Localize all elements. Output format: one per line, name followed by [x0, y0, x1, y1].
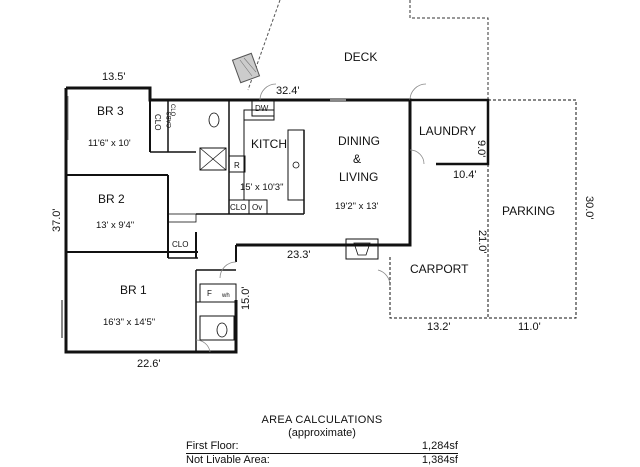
- dishwasher-box: [251, 99, 275, 117]
- fixture-label-clo-kitchen: CLO: [230, 203, 246, 212]
- room-label-kitchen: KITCH: [251, 137, 287, 151]
- room-size-br1: 16'3" x 14'5": [103, 317, 155, 328]
- fireplace-inner: [353, 242, 371, 256]
- area-value-not-livable: 1,384sf: [421, 454, 458, 466]
- toilet-icon: [208, 112, 220, 128]
- dimension-carport-width: 13.2': [427, 321, 451, 333]
- dimension-laundry-width: 10.4': [453, 169, 477, 181]
- room-label-br2: BR 2: [98, 192, 125, 206]
- dimension-parking-depth: 30.0': [583, 196, 595, 220]
- dimension-parking-width: 11.0': [518, 321, 541, 333]
- area-row-first-floor: First Floor: 1,284sf: [186, 440, 458, 454]
- room-label-and: &: [353, 152, 361, 166]
- room-label-br3: BR 3: [97, 104, 124, 118]
- room-label-br1: BR 1: [120, 283, 147, 297]
- bath-fixture-line: [199, 147, 227, 171]
- stair-hatch: [239, 59, 253, 77]
- dimension-bottom-br1: 22.6': [137, 358, 161, 370]
- area-label-not-livable: Not Livable Area:: [186, 454, 270, 466]
- deck-outline: [409, 0, 489, 100]
- dimension-top-left: 13.5': [102, 71, 126, 83]
- dimension-carport-depth: 21.0': [476, 230, 488, 254]
- fixture-label-oven: Ov: [252, 203, 262, 212]
- room-label-deck: DECK: [344, 50, 377, 64]
- room-label-carport: CARPORT: [410, 262, 469, 276]
- area-row-not-livable: Not Livable Area: 1,384sf: [186, 454, 458, 467]
- fixture-label-clo-side: CLO: [169, 104, 175, 117]
- area-note: (approximate): [288, 427, 356, 439]
- furnace-box: [199, 283, 237, 303]
- range-box: [228, 155, 246, 173]
- fixture-label-clo-br2: CLO: [172, 240, 188, 249]
- dimension-hall-vertical: 15.0': [240, 286, 252, 310]
- house-outer-wall: [66, 86, 412, 247]
- bath-fixture: [199, 315, 235, 341]
- dimension-top-mid: 32.4': [276, 85, 300, 97]
- deck-diagonal-line: [247, 0, 281, 91]
- room-label-parking: PARKING: [502, 204, 555, 218]
- fixture-label-cabs: CABS: [167, 112, 173, 128]
- room-label-living: LIVING: [339, 170, 378, 184]
- sink-icon: [292, 161, 300, 169]
- room-label-dining: DINING: [338, 134, 380, 148]
- room-size-dining: 19'2" x 13': [335, 201, 379, 212]
- fixture-label-water-heater: wh: [221, 293, 230, 299]
- area-calculations: AREA CALCULATIONS (approximate) First Fl…: [186, 414, 458, 467]
- toilet-icon: [216, 322, 228, 338]
- fixture-label-clo-br3: CLO: [153, 114, 162, 130]
- door-swing: [409, 83, 427, 101]
- stair-hatch: [243, 57, 257, 73]
- house-outer-wall: [64, 88, 238, 354]
- area-title: AREA CALCULATIONS: [261, 414, 383, 426]
- carport-outline: [389, 164, 489, 319]
- fixture-label-range: R: [234, 161, 240, 170]
- door-swing: [259, 83, 277, 101]
- fireplace-box: [345, 238, 379, 260]
- fixture-label-furnace: F: [207, 289, 212, 298]
- dimension-mid-horizontal: 23.3': [287, 249, 311, 261]
- parking-outline: [488, 99, 577, 319]
- dimension-left-side: 37.0': [51, 208, 63, 232]
- area-value-first-floor: 1,284sf: [421, 440, 458, 452]
- room-label-laundry: LAUNDRY: [419, 124, 476, 138]
- room-size-br2: 13' x 9'4": [96, 220, 134, 231]
- area-label-first-floor: First Floor:: [186, 440, 239, 452]
- closet-box: [167, 213, 197, 223]
- laundry-wall: [410, 98, 490, 166]
- bath-fixture: [199, 147, 227, 171]
- door-swing: [409, 149, 425, 165]
- kitchen-counter: [287, 129, 305, 201]
- door-swing: [219, 261, 237, 279]
- room-size-kitchen: 15' x 10'3": [240, 182, 283, 193]
- dimension-laundry-depth: 9.0': [475, 140, 487, 157]
- room-size-br3: 11'6" x 10': [88, 138, 131, 149]
- door-swing: [377, 269, 391, 287]
- oven-box: [248, 199, 268, 215]
- door-swing: [195, 339, 211, 353]
- fixture-label-dw: DW: [255, 104, 269, 113]
